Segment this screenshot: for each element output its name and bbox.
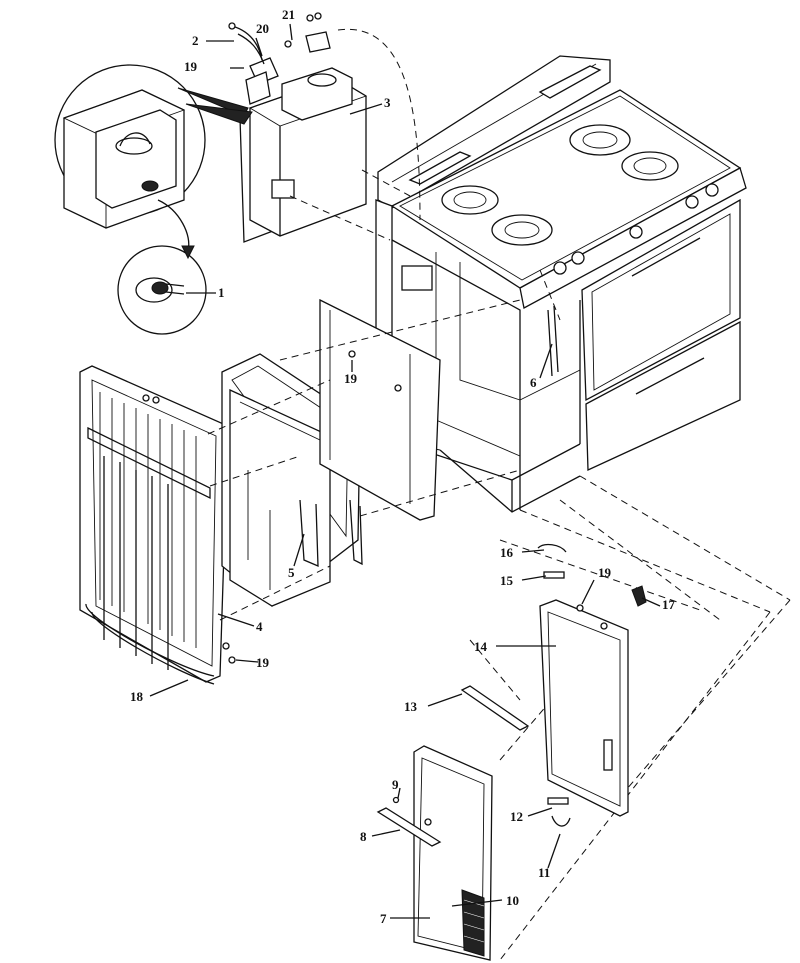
panel-slots xyxy=(99,392,197,648)
callout-6: 6 xyxy=(530,375,537,390)
control-box xyxy=(228,12,368,243)
callout-19-top: 19 xyxy=(184,59,197,74)
callout-9: 9 xyxy=(392,777,399,792)
burner-front-right xyxy=(491,214,553,246)
rear-panel xyxy=(79,365,236,685)
cavity-back-panel xyxy=(319,298,441,566)
callout-18: 18 xyxy=(130,689,143,704)
door-outer-panel xyxy=(376,745,493,961)
callout-11: 11 xyxy=(538,865,551,880)
door-inner-panel xyxy=(537,543,647,827)
leader-lines xyxy=(149,23,661,919)
callout-8: 8 xyxy=(360,829,367,844)
callout-21: 21 xyxy=(282,7,295,22)
callout-10: 10 xyxy=(506,893,519,908)
callout-5: 5 xyxy=(288,565,295,580)
callout-16: 16 xyxy=(500,545,513,560)
burner-rear-left xyxy=(569,124,631,156)
callout-19-panel: 19 xyxy=(256,655,269,670)
callout-7: 7 xyxy=(380,911,387,926)
callout-4: 4 xyxy=(256,619,263,634)
callout-17: 17 xyxy=(662,597,675,612)
burner-front-left xyxy=(441,185,499,215)
burner-rear-right xyxy=(621,151,679,181)
callout-13: 13 xyxy=(404,699,417,714)
callout-15: 15 xyxy=(500,573,513,588)
callout-3: 3 xyxy=(384,95,391,110)
door-rod xyxy=(460,685,530,731)
callout-1: 1 xyxy=(218,285,225,300)
callout-19-door: 19 xyxy=(598,565,611,580)
callout-12: 12 xyxy=(510,809,523,824)
door-window-grille xyxy=(461,889,485,957)
inset-detail xyxy=(54,64,253,229)
range-body xyxy=(375,55,747,513)
callout-20: 20 xyxy=(256,21,269,36)
callout-19-cavity: 19 xyxy=(344,371,357,386)
assembly-lines xyxy=(207,28,791,961)
inset-detail-small xyxy=(117,199,207,335)
callout-14: 14 xyxy=(474,639,487,654)
callout-2: 2 xyxy=(192,33,199,48)
